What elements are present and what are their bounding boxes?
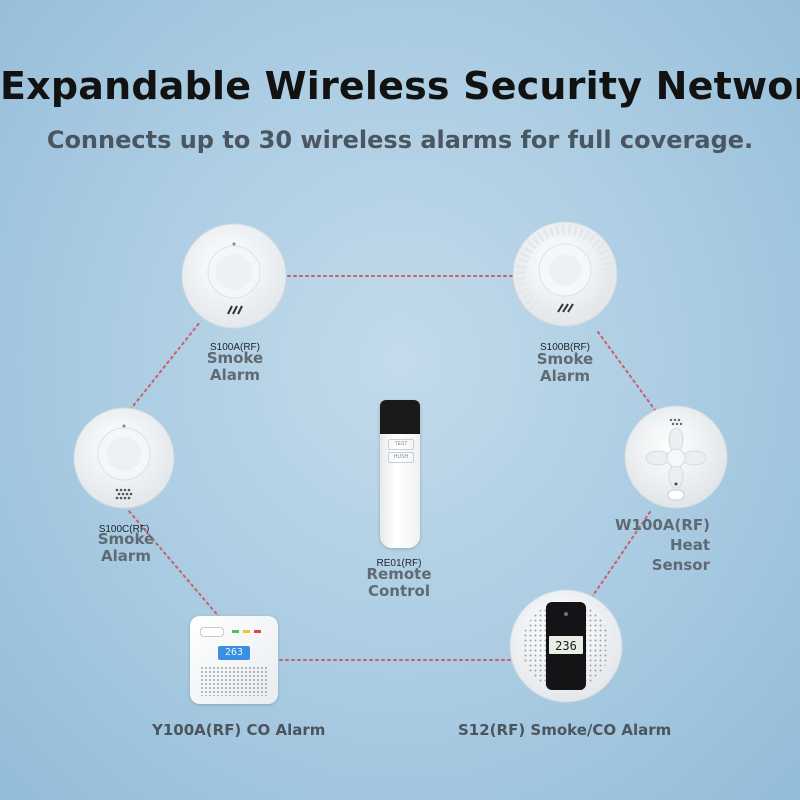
s100a-name-line2: Alarm [210,366,260,384]
w100a-name-line3: Sensor [651,556,710,574]
y100a-led-red [254,630,261,633]
s100a-model-label: S100A(RF) [209,342,260,353]
s12-caption: S12(RF) Smoke/CO Alarm [458,721,672,739]
s100c-smoke-alarm-icon [73,407,175,509]
re01-model-label: RE01(RF) [376,558,422,569]
link-s100b-w100a [597,331,656,411]
remote-test-button: TEST [388,439,414,450]
y100a-led-green [232,630,239,633]
link-s100c-s100a [129,321,201,411]
s100b-smoke-alarm-icon [512,221,618,327]
s100c-name-line2: Alarm [101,547,151,565]
s100b-name-label: Smoke Alarm [515,351,615,385]
re01-name-line2: Control [367,582,430,600]
remote-top-cap [380,400,420,434]
re01-remote-control: TEST HUSH [380,400,420,548]
remote-hush-button: HUSH [388,452,414,463]
s100c-model-label: S100C(RF) [98,524,150,535]
w100a-name-line2: Heat [669,536,710,554]
s100a-smoke-alarm-icon [181,223,287,329]
s100a-name-line1: Smoke [206,349,264,367]
w100a-model-label: W100A(RF) [615,516,710,534]
w100a-heat-sensor-icon [624,405,728,509]
s12-display: 236 [555,639,577,653]
y100a-co-alarm: 263 [190,616,278,704]
page-subtitle: Connects up to 30 wireless alarms for fu… [46,126,754,154]
re01-name-label: Remote Control [349,566,449,600]
link-w100a-s12 [589,511,651,601]
s100c-name-line1: Smoke [97,530,155,548]
y100a-speaker-grille [200,666,268,696]
w100a-name-label: W100A(RF) Heat Sensor [600,515,710,575]
s100a-name-label: Smoke Alarm [185,350,285,384]
s100c-name-label: Smoke Alarm [76,531,176,565]
link-y100a-s100c [127,509,221,619]
s100b-model-label: S100B(RF) [539,342,590,353]
y100a-led-yellow [243,630,250,633]
page-title: Expandable Wireless Security Network [0,64,800,108]
y100a-caption: Y100A(RF) CO Alarm [152,721,326,739]
y100a-test-button [200,627,224,637]
re01-name-line1: Remote [366,565,432,583]
s100b-name-line2: Alarm [540,367,590,385]
s100b-name-line1: Smoke [536,350,594,368]
s12-smoke-co-alarm-icon: 236 [509,589,623,703]
y100a-display: 263 [218,646,250,660]
